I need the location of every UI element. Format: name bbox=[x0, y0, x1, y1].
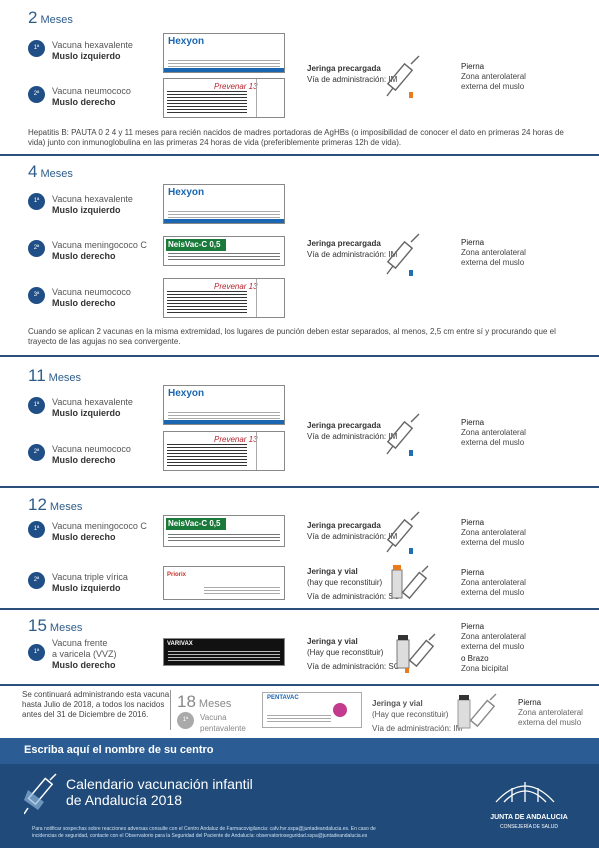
hexyon-package: Hexyon bbox=[163, 385, 285, 425]
dose-badge: 1ª bbox=[28, 397, 45, 414]
injection-site: Muslo izquierdo bbox=[52, 205, 121, 215]
vaccine-name: Vacuna neumococo bbox=[52, 287, 131, 297]
dose-badge: 1ª bbox=[28, 193, 45, 210]
syringe-icon bbox=[386, 55, 420, 98]
syringe-icon bbox=[386, 413, 420, 456]
syringe-logo-icon bbox=[24, 773, 57, 815]
junta-label: JUNTA DE ANDALUCIA bbox=[490, 814, 568, 821]
injection-site: Muslo izquierdo bbox=[52, 408, 121, 418]
divider bbox=[170, 690, 171, 730]
prevenar-package: Prevenar 13 bbox=[163, 78, 285, 118]
vaccine-name: Vacuna meningococo C bbox=[52, 240, 147, 250]
syringe-icon bbox=[386, 511, 420, 554]
divider bbox=[0, 486, 599, 488]
vaccine-name: Vacuna hexavalente bbox=[52, 40, 133, 50]
vaccine-name: Vacuna triple vírica bbox=[52, 572, 128, 582]
pentavac-package: PENTAVAC bbox=[262, 692, 362, 728]
neisvac-package: NeisVac-C 0,5 ml bbox=[163, 515, 285, 547]
prevenar-package: Prevenar 13 bbox=[163, 278, 285, 318]
vaccine-name: Vacuna neumococo bbox=[52, 86, 131, 96]
vial-syringe-icon bbox=[396, 633, 436, 673]
injection-site: Muslo derecho bbox=[52, 455, 116, 465]
prevenar-package: Prevenar 13 bbox=[163, 431, 285, 471]
admin-info: Jeringa y vial(Hay que reconstituir)Vía … bbox=[372, 699, 463, 733]
dose-badge: 3ª bbox=[28, 287, 45, 304]
dose-badge: 2ª bbox=[28, 240, 45, 257]
dose-badge: 2ª bbox=[28, 86, 45, 103]
divider bbox=[0, 608, 599, 610]
consejeria-label: CONSEJERÍA DE SALUD bbox=[499, 824, 559, 830]
injection-site: Muslo derecho bbox=[52, 97, 116, 107]
dose-badge: 1ª bbox=[28, 521, 45, 538]
hepatitis-note: Hepatitis B: PAUTA 0 2 4 y 11 meses para… bbox=[28, 128, 564, 147]
hexyon-package: Hexyon bbox=[163, 33, 285, 73]
center-name-band[interactable]: Escriba aquí el nombre de su centro bbox=[0, 738, 599, 764]
injection-site: Muslo derecho bbox=[52, 660, 116, 670]
dose-badge: 2ª bbox=[28, 444, 45, 461]
footer-fine-print: Para notificar sospechas sobre reaccione… bbox=[32, 826, 376, 839]
dose-badge: 2ª bbox=[28, 572, 45, 589]
injection-site: Muslo izquierdo bbox=[52, 51, 121, 61]
vaccine-name: Vacuna hexavalente bbox=[52, 397, 133, 407]
divider bbox=[0, 154, 599, 156]
junta-logo-icon bbox=[495, 782, 555, 803]
vaccine-name: Vacuna neumococo bbox=[52, 444, 131, 454]
injection-site: Muslo derecho bbox=[52, 532, 116, 542]
vial-syringe-icon bbox=[457, 693, 497, 729]
dose-badge: 1ª bbox=[177, 712, 194, 729]
center-name-placeholder[interactable]: Escriba aquí el nombre de su centro bbox=[24, 744, 214, 756]
varivax-package: VARIVAX bbox=[163, 638, 285, 666]
injection-site: Muslo derecho bbox=[52, 251, 116, 261]
vaccine-name: Vacuna hexavalente bbox=[52, 194, 133, 204]
continuation-note: Se continuará administrando esta vacuna … bbox=[22, 690, 170, 719]
vial-syringe-icon bbox=[391, 565, 429, 600]
injection-site: Muslo izquierdo bbox=[52, 583, 121, 593]
priorix-package: Priorix bbox=[163, 566, 285, 600]
divider bbox=[0, 684, 599, 686]
dose-badge: 1ª bbox=[28, 644, 45, 661]
vaccine-name: Vacuna meningococo C bbox=[52, 521, 147, 531]
same-limb-note: Cuando se aplican 2 vacunas en la misma … bbox=[28, 327, 556, 346]
dose-badge: 1ª bbox=[28, 40, 45, 57]
divider bbox=[0, 355, 599, 357]
admin-info: Jeringa y vial(hay que reconstituir)Vía … bbox=[307, 567, 400, 601]
neisvac-package: NeisVac-C 0,5 ml bbox=[163, 236, 285, 266]
injection-site: Muslo derecho bbox=[52, 298, 116, 308]
syringe-icon bbox=[386, 233, 420, 276]
hexyon-package: Hexyon bbox=[163, 184, 285, 224]
admin-info: Jeringa y vial(Hay que reconstituir)Vía … bbox=[307, 637, 400, 671]
